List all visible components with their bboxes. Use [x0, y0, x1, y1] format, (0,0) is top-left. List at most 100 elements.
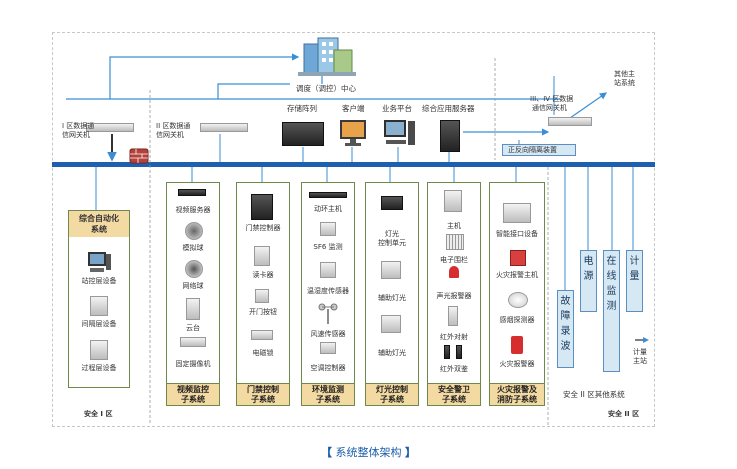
lighting-item-2: 控制单元 — [378, 239, 406, 247]
video-item-2: 模拟球 — [182, 244, 204, 252]
security-item-5: 红外双鉴 — [440, 365, 468, 373]
bay-device-icon — [90, 296, 108, 316]
zone34-gateway-label-1: III、IV 区数据 — [530, 95, 574, 103]
firewall-icon — [129, 148, 149, 164]
isolation-label: 正反向隔离装置 — [508, 146, 557, 154]
env-item-2: SF6 监测 — [313, 243, 343, 251]
access-item-4: 电磁锁 — [252, 349, 274, 357]
zone2-gateway-label-2: 信网关机 — [156, 131, 184, 139]
light-control-icon — [381, 196, 403, 210]
lighting-subsystem-column: 灯光控制子系统 — [365, 182, 419, 406]
security-subsystem-title: 安全警卫子系统 — [428, 383, 480, 405]
isolation-device — [502, 144, 576, 156]
app-server-label: 综合应用服务器 — [422, 104, 475, 113]
process-device-icon — [90, 340, 108, 360]
workstation-icon — [384, 120, 415, 145]
zone2-gateway-device — [200, 123, 248, 132]
meter-note-1: 计量 — [633, 348, 647, 356]
station-control-icon — [88, 252, 111, 272]
fire-host-icon — [510, 250, 526, 266]
fire-alarm-icon — [511, 336, 523, 354]
video-item-5: 固定摄像机 — [175, 360, 211, 368]
aux-light-1-icon — [381, 261, 401, 279]
security-item-4: 红外对射 — [440, 333, 468, 341]
lighting-item-3: 辅助灯光 — [378, 294, 406, 302]
humidity-sensor-icon — [320, 262, 336, 278]
fixed-camera-icon — [180, 337, 206, 347]
interface-device-icon — [503, 203, 531, 223]
zone1-gateway-label-1: I 区数据通 — [62, 122, 95, 130]
video-item-3: 网络球 — [182, 282, 204, 290]
fire-item-1: 智能接口设备 — [496, 230, 538, 238]
env-host-icon — [309, 192, 347, 198]
electric-fence-icon — [446, 234, 464, 250]
env-item-1: 动环主机 — [314, 205, 342, 213]
other-systems-label: 安全 II 区其他系统 — [563, 390, 625, 399]
lighting-item-1: 灯光 — [385, 230, 399, 238]
zone2-gateway-label-1: II 区数据通 — [156, 122, 191, 130]
main-bus — [52, 162, 655, 167]
automation-title-2: 系统 — [91, 225, 107, 234]
zone1-gateway-device — [86, 123, 134, 132]
zone34-gateway-label-2: 通信网关机 — [532, 104, 567, 112]
sf6-monitor-icon — [320, 222, 336, 236]
video-item-4: 云台 — [186, 324, 200, 332]
ir-dual-1-icon — [444, 345, 450, 359]
security-item-3: 声光报警器 — [436, 292, 472, 300]
fire-item-4: 火灾报警器 — [499, 360, 535, 368]
automation-item-1: 站控层设备 — [81, 277, 117, 285]
automation-title-1: 综合自动化 — [79, 214, 119, 223]
other-master-label-1: 其他主 — [614, 70, 635, 78]
diagram-frame — [52, 32, 655, 427]
ac-controller-icon — [320, 342, 336, 354]
automation-item-3: 过程层设备 — [81, 364, 117, 372]
security-item-1: 主机 — [447, 222, 461, 230]
security-item-2: 电子围栏 — [440, 256, 468, 264]
video-subsystem-column: 视频监控子系统 — [166, 182, 220, 406]
zone2-label: 安全 II 区 — [608, 410, 640, 418]
env-item-3: 温湿度传感器 — [307, 287, 349, 295]
client-label: 客户端 — [342, 104, 365, 113]
storage-array-icon — [282, 122, 324, 146]
security-subsystem-column: 安全警卫子系统 — [427, 182, 481, 406]
automation-title-bg — [69, 211, 129, 237]
access-item-3: 开门按钮 — [249, 308, 277, 316]
server-icon — [440, 120, 460, 152]
power-box: 电源 — [580, 250, 597, 312]
ir-dual-2-icon — [456, 345, 462, 359]
zone1-gateway-label-2: 信网关机 — [62, 131, 90, 139]
magnetic-lock-icon — [251, 330, 273, 340]
automation-item-2: 间隔层设备 — [81, 320, 117, 328]
access-item-1: 门禁控制器 — [245, 224, 281, 232]
business-label: 业务平台 — [382, 104, 412, 113]
storage-label: 存储阵列 — [287, 104, 317, 113]
wind-sensor-icon — [318, 303, 338, 324]
figure-caption: 【 系统整体架构 】 — [321, 446, 416, 459]
aux-light-2-icon — [381, 315, 401, 333]
metering-box: 计量 — [626, 250, 643, 312]
zone1-label: 安全 I 区 — [84, 410, 113, 418]
network-camera-icon — [185, 260, 203, 278]
exit-button-icon — [255, 289, 269, 303]
video-subsystem-title: 视频监控子系统 — [167, 383, 219, 405]
meter-note-2: 主站 — [633, 357, 647, 365]
env-item-4: 风速传感器 — [310, 330, 346, 338]
fire-item-2: 火灾报警主机 — [496, 271, 538, 279]
alarm-light-icon — [449, 266, 459, 278]
security-host-icon — [444, 190, 462, 212]
building-icon — [298, 37, 356, 76]
card-reader-icon — [254, 246, 270, 266]
env-item-5: 空调控制器 — [310, 364, 346, 372]
access-item-2: 读卡器 — [252, 271, 274, 279]
dispatch-center-label: 调度（调控）中心 — [296, 84, 356, 93]
other-master-label-2: 站系统 — [614, 79, 635, 87]
ptz-icon — [186, 298, 200, 320]
video-server-icon — [178, 189, 206, 196]
monitor-icon — [340, 120, 366, 146]
environment-subsystem-title: 环境监测子系统 — [302, 383, 354, 405]
fire-subsystem-title: 火灾报警及消防子系统 — [490, 383, 544, 405]
zone34-gateway-device — [548, 117, 592, 126]
lighting-subsystem-title: 灯光控制子系统 — [366, 383, 418, 405]
lighting-item-4: 辅助灯光 — [378, 349, 406, 357]
